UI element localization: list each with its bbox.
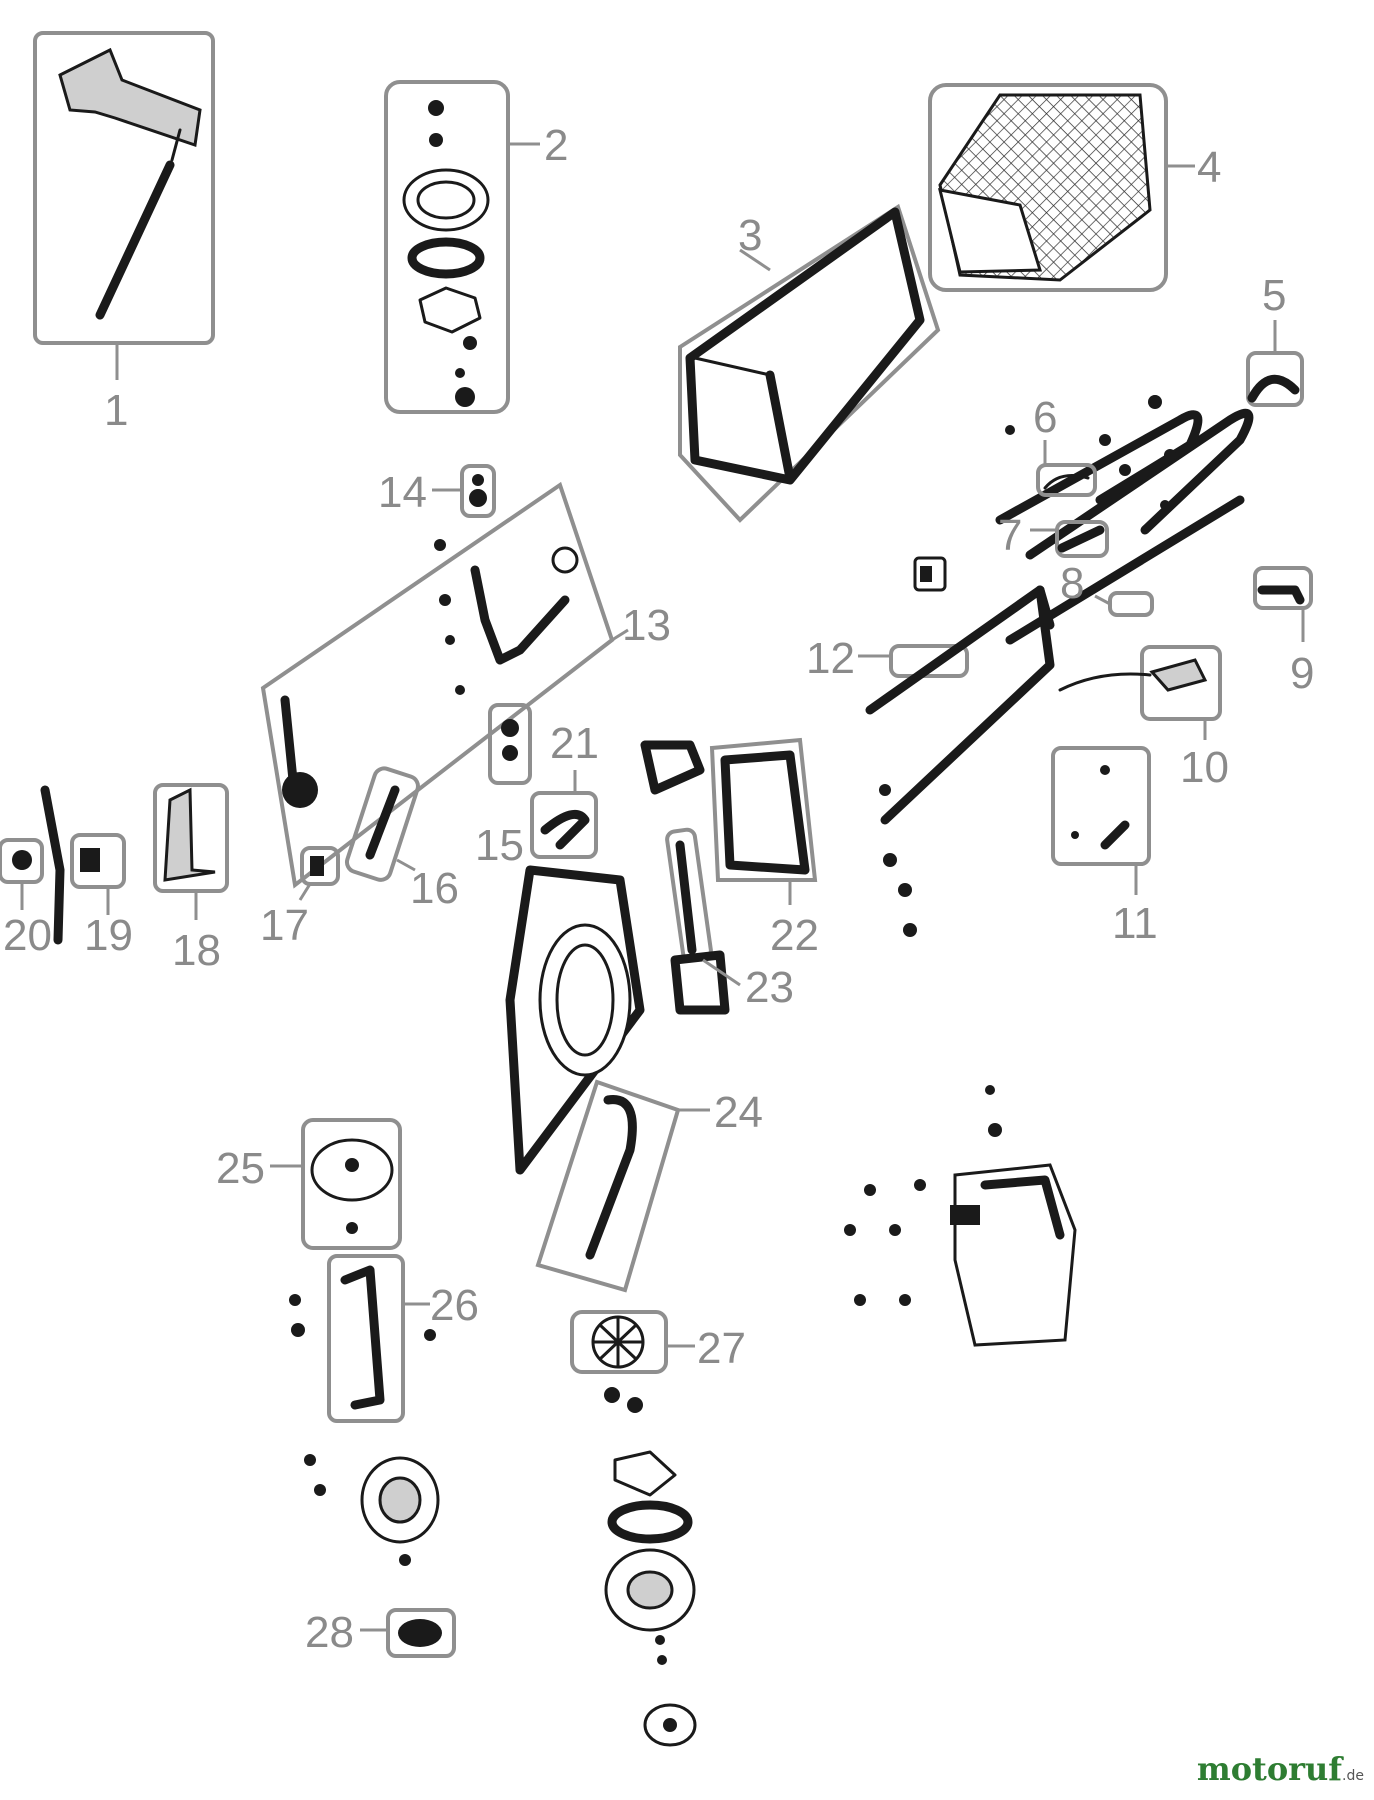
part-26-box[interactable] [327, 1254, 405, 1423]
part-10-group: 10 [1058, 645, 1229, 792]
part-7-label: 7 [998, 511, 1022, 560]
part-8-label: 8 [1060, 559, 1084, 608]
part-8-group: 8 [1060, 559, 1154, 617]
part-4-box[interactable] [928, 83, 1168, 292]
part-1-box[interactable] [33, 31, 215, 345]
part-14-label: 14 [378, 468, 427, 517]
part-23-label: 23 [745, 963, 794, 1012]
part-3-label: 3 [738, 211, 762, 260]
part-7-group: 7 [998, 511, 1109, 560]
part-22-box[interactable] [709, 737, 818, 882]
part-25-group: 25 [216, 1118, 402, 1250]
part-28-group: 28 [305, 1608, 456, 1658]
part-27-box[interactable] [570, 1310, 668, 1374]
part-9-box[interactable] [1253, 566, 1313, 610]
part-13-group: 13 [260, 481, 671, 889]
part-5-label: 5 [1262, 271, 1286, 320]
part-4-label: 4 [1197, 143, 1221, 192]
part-25-box[interactable] [301, 1118, 402, 1250]
part-18-box[interactable] [153, 783, 229, 893]
part-6-label: 6 [1033, 393, 1057, 442]
part-6-group: 6 [1033, 393, 1097, 497]
part-28-box[interactable] [386, 1608, 456, 1658]
front-wheel [304, 1454, 440, 1566]
part-19-box[interactable] [70, 833, 126, 889]
watermark-brand: motoruf [1196, 1750, 1343, 1788]
part-12-group: 12 [806, 556, 1055, 937]
part-2-label: 2 [544, 121, 568, 170]
part-17-group: 17 [260, 846, 340, 950]
part-6-box[interactable] [1036, 463, 1097, 497]
part-26-group: 26 [289, 1254, 479, 1423]
part-11-box[interactable] [1051, 746, 1151, 866]
part-5-box[interactable] [1246, 351, 1304, 407]
part-4-group: 4 [928, 83, 1221, 292]
watermark-tld: .de [1342, 1768, 1364, 1784]
part-16-group: 16 [344, 766, 459, 913]
part-17-box[interactable] [300, 846, 340, 886]
part-25-label: 25 [216, 1144, 265, 1193]
part-15-group: 15 [475, 703, 532, 870]
part-10-box[interactable] [1140, 645, 1222, 721]
part-19-group: 19 [70, 833, 133, 960]
part-27-group: 27 [570, 1310, 746, 1374]
part-18-label: 18 [172, 926, 221, 975]
part-22-group: 22 [640, 737, 819, 960]
motoruf-logo: motoruf.de [1197, 1750, 1364, 1788]
part-24-group: 24 [535, 1079, 763, 1293]
part-10-label: 10 [1180, 743, 1229, 792]
part-20-label: 20 [3, 911, 52, 960]
part-14-box[interactable] [460, 464, 496, 518]
part-9-label: 9 [1290, 649, 1314, 698]
part-26-label: 26 [430, 1281, 479, 1330]
part-11-group: 11 [1051, 746, 1158, 948]
rear-wheel-stack [604, 1387, 697, 1747]
part-14-group: 14 [378, 464, 496, 518]
part-21-box[interactable] [530, 791, 598, 859]
part-3-group: 3 [678, 203, 941, 523]
part-9-group: 9 [1253, 566, 1314, 698]
motor-housing [844, 1085, 1077, 1347]
part-16-label: 16 [410, 864, 459, 913]
part-21-label: 21 [550, 719, 599, 768]
part-15-label: 15 [475, 821, 524, 870]
part-1-group: 1 [33, 31, 215, 435]
part-24-box[interactable] [535, 1079, 681, 1293]
part-2-box[interactable] [384, 80, 510, 414]
part-20-group: 20 [0, 785, 65, 960]
part-16-box[interactable] [344, 766, 420, 883]
part-22-label: 22 [770, 911, 819, 960]
part-18-group: 18 [153, 783, 229, 975]
part-7-box[interactable] [1055, 520, 1109, 558]
part-5-group: 5 [1246, 271, 1304, 407]
part-1-label: 1 [104, 386, 128, 435]
part-17-label: 17 [260, 901, 309, 950]
mower-deck-housing [505, 865, 645, 1175]
part-24-label: 24 [714, 1088, 763, 1137]
part-11-label: 11 [1112, 899, 1158, 948]
part-8-box[interactable] [1108, 591, 1154, 617]
part-23-group: 23 [665, 827, 794, 1015]
part-19-label: 19 [84, 911, 133, 960]
part-21-group: 21 [530, 719, 599, 859]
part-27-label: 27 [697, 1324, 746, 1373]
part-15-box[interactable] [488, 703, 532, 785]
part-1-handle-knob [58, 47, 202, 147]
part-12-label: 12 [806, 634, 855, 683]
part-28-label: 28 [305, 1608, 354, 1657]
part-13-label: 13 [622, 601, 671, 650]
part-2-group: 2 [384, 80, 568, 414]
part-12-box[interactable] [889, 644, 969, 678]
